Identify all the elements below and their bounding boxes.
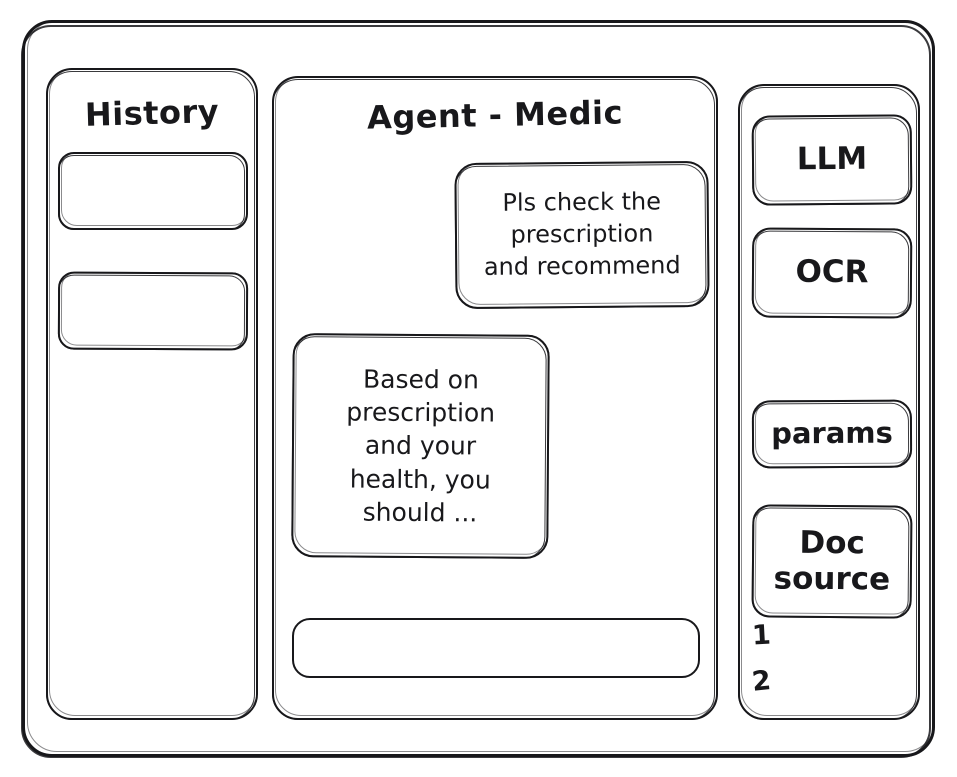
tool-button-ocr[interactable]: OCR (751, 227, 913, 319)
chat-bubble-user-text: Pls check the prescription and recommend (483, 187, 681, 281)
tool-button-ocr-label: OCR (795, 253, 869, 291)
history-list-item[interactable] (57, 271, 249, 351)
tool-button-llm-label: LLM (796, 140, 868, 178)
tool-button-llm[interactable]: LLM (751, 114, 913, 206)
chat-bubble-user: Pls check the prescription and recommend (454, 160, 710, 310)
tool-button-doc-source[interactable]: Doc source (751, 504, 913, 619)
tool-button-doc-source-label: Doc source (773, 524, 891, 598)
tool-button-params-label: params (771, 415, 893, 451)
chat-bubble-assistant-text: Based on prescription and your health, y… (346, 364, 496, 528)
message-input[interactable] (292, 618, 700, 678)
history-panel-title: History (84, 92, 220, 134)
tool-button-params[interactable]: params (751, 399, 913, 469)
history-panel (45, 68, 259, 721)
agent-chat-panel (271, 76, 719, 721)
history-list-item[interactable] (57, 152, 249, 231)
doc-source-reference-1[interactable]: 1 (751, 619, 772, 652)
tools-panel (737, 84, 921, 721)
chat-bubble-assistant: Based on prescription and your health, y… (291, 333, 550, 559)
doc-source-reference-2[interactable]: 2 (750, 665, 773, 698)
